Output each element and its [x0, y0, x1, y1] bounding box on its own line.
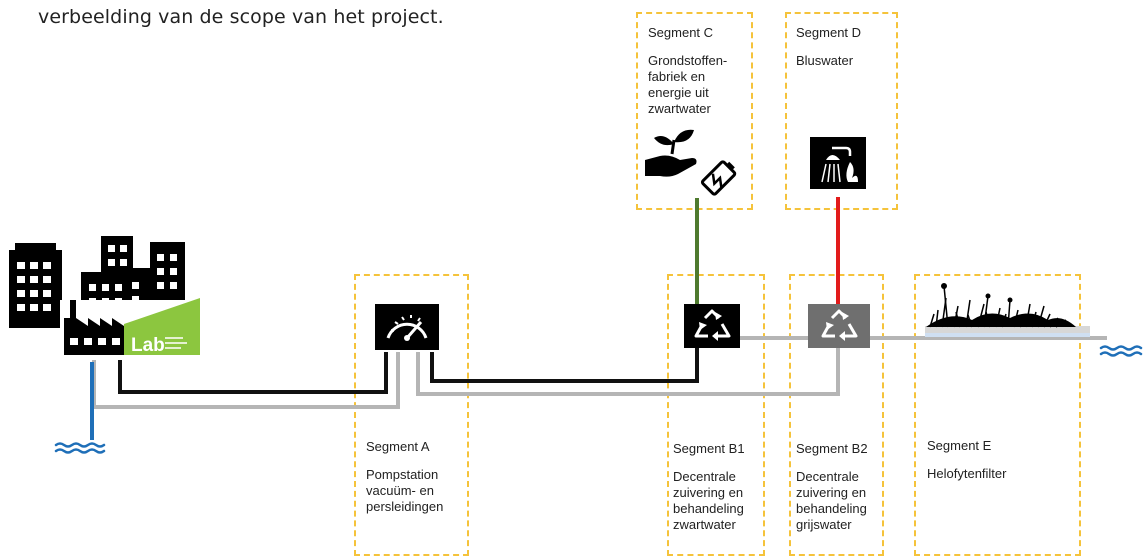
segment-d-desc: Bluswater [796, 53, 854, 68]
segment-a-title: Segment A [366, 439, 430, 454]
segment-e-title: Segment E [927, 438, 992, 453]
segment-a-text: Segment A Pompstation vacuüm- en perslei… [366, 439, 443, 515]
pipes [92, 197, 1107, 409]
recycle-icon [684, 304, 740, 348]
water-wave-icon-right [1099, 345, 1143, 357]
segment-b2-text: Segment B2 Decentrale zuivering en behan… [796, 441, 868, 533]
water-wave-icon [54, 442, 106, 454]
segment-e-text: Segment E Helofytenfilter [927, 438, 1006, 482]
segment-c-text: Segment C Grondstoffen- fabriek en energ… [648, 25, 727, 117]
reed-icon [925, 283, 1090, 337]
segment-b2-title: Segment B2 [796, 441, 868, 456]
shower-icon [810, 137, 866, 189]
segment-d-box [785, 12, 898, 210]
segment-e-desc: Helofytenfilter [927, 466, 1007, 481]
recycle-icon-grey [808, 304, 870, 348]
black-pipe-in [118, 352, 388, 394]
segment-c-box [636, 12, 753, 210]
segment-b1-desc: Decentrale zuivering en behandeling zwar… [673, 469, 744, 532]
battery-icon [700, 160, 737, 196]
segment-a-desc: Pompstation vacuüm- en persleidingen [366, 467, 444, 514]
segment-b1-text: Segment B1 Decentrale zuivering en behan… [673, 441, 745, 533]
lab-logo: Lab [124, 298, 200, 356]
segment-b1-title: Segment B1 [673, 441, 745, 456]
segment-b2-desc: Decentrale zuivering en behandeling grij… [796, 469, 867, 532]
pump-gauge-icon [375, 304, 439, 350]
segment-c-desc: Grondstoffen- fabriek en energie uit zwa… [648, 53, 728, 116]
segment-d-title: Segment D [796, 25, 862, 40]
grey-pipe-b2 [416, 344, 840, 396]
black-pipe-out [430, 348, 699, 383]
segment-c-title: Segment C [648, 25, 714, 40]
segment-d-text: Segment D Bluswater [796, 25, 861, 69]
caption: verbeelding van de scope van het project… [38, 6, 444, 28]
plant-hand-icon [645, 129, 697, 177]
lab-logo-text: Lab [131, 335, 165, 356]
